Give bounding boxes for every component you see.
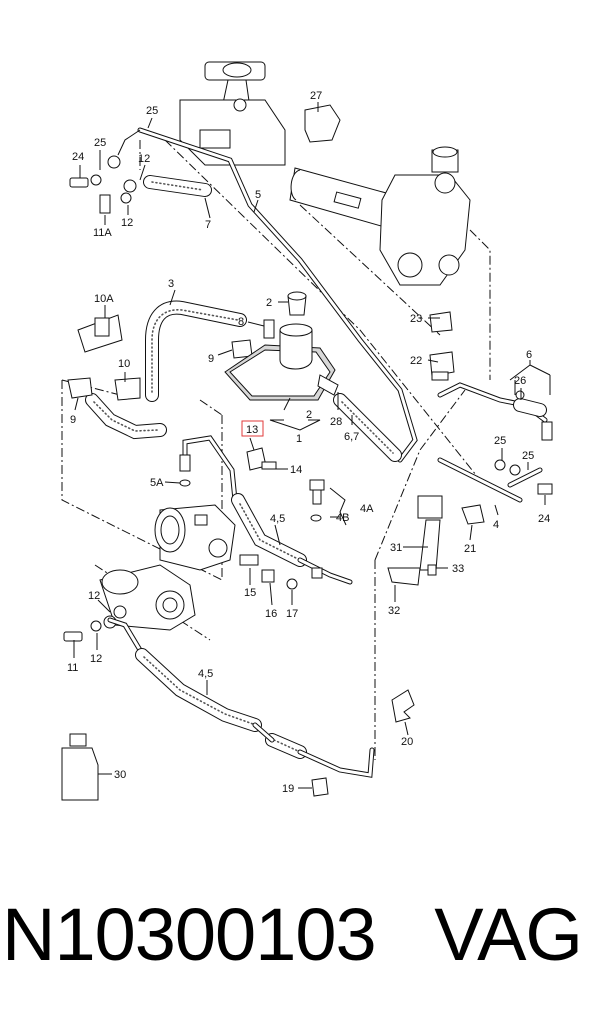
callout-26[interactable]: 26 [514,375,526,387]
callout-13-highlighted[interactable]: 13 [246,424,258,436]
callout-12[interactable]: 12 [121,217,133,229]
callout-6-7[interactable]: 6,7 [344,431,359,443]
callout-25[interactable]: 25 [522,450,534,462]
callout-28[interactable]: 28 [330,416,342,428]
callout-3[interactable]: 3 [168,278,174,290]
callout-4[interactable]: 4 [493,519,499,531]
callout-labels: 25 24 25 12 11A 12 7 5 27 10A 3 2 8 9 10… [67,90,550,795]
callout-30[interactable]: 30 [114,769,126,781]
callout-8[interactable]: 8 [238,316,244,328]
fluid-bottle [61,733,99,801]
callout-12[interactable]: 12 [138,153,150,165]
callout-25[interactable]: 25 [94,137,106,149]
callout-25[interactable]: 25 [494,435,506,447]
callout-27[interactable]: 27 [310,90,322,102]
callout-1[interactable]: 1 [296,433,302,445]
part-number: N10300103 [2,893,377,976]
callout-25[interactable]: 25 [146,105,158,117]
brand-label: VAG [434,893,583,976]
power-steering-pump [154,504,236,571]
banjo-bolt-24 [69,155,137,214]
callout-4B[interactable]: 4B [336,512,349,524]
callout-16[interactable]: 16 [265,608,277,620]
callout-32[interactable]: 32 [388,605,400,617]
callout-33[interactable]: 33 [452,563,464,575]
fluid-reservoir [224,291,339,401]
callout-5A[interactable]: 5A [150,477,164,489]
steering-rack [289,146,471,286]
callout-4-5[interactable]: 4,5 [198,668,213,680]
callout-9[interactable]: 9 [70,414,76,426]
callout-12[interactable]: 12 [88,590,100,602]
callout-24[interactable]: 24 [72,151,84,163]
highlighted-part-box [241,420,264,437]
callout-22[interactable]: 22 [410,355,422,367]
pressure-switch [309,479,325,522]
callout-15[interactable]: 15 [244,587,256,599]
callout-11[interactable]: 11 [67,662,78,674]
callout-4A[interactable]: 4A [360,503,374,515]
parts-diagram: 25 24 25 12 11A 12 7 5 27 10A 3 2 8 9 10… [61,61,553,801]
clip-22 [429,351,455,381]
callout-10[interactable]: 10 [118,358,130,370]
leader-lines [73,102,551,789]
callout-14[interactable]: 14 [290,464,302,476]
clamp-10A [77,314,123,353]
callout-24[interactable]: 24 [538,513,550,525]
callout-23[interactable]: 23 [410,313,422,325]
callout-17[interactable]: 17 [286,608,298,620]
callout-5[interactable]: 5 [255,189,261,201]
callout-9[interactable]: 9 [208,353,214,365]
callout-31[interactable]: 31 [390,542,402,554]
callout-2[interactable]: 2 [306,409,312,421]
callout-12[interactable]: 12 [90,653,102,665]
callout-7[interactable]: 7 [205,219,211,231]
callout-11A[interactable]: 11A [93,227,112,239]
callout-20[interactable]: 20 [401,736,413,748]
fitting-13 [246,447,277,471]
bracket-31 [387,495,443,586]
clamp-10 [114,377,141,401]
callout-19[interactable]: 19 [282,783,294,795]
callout-4-5[interactable]: 4,5 [270,513,285,525]
pipe-clip-27 [304,104,341,143]
callout-10A[interactable]: 10A [94,293,114,305]
callout-6[interactable]: 6 [526,349,532,361]
fitting-15 [239,554,323,590]
clamp-9 [67,339,253,399]
clip-23 [429,311,453,333]
callout-21[interactable]: 21 [464,543,476,555]
brake-master-cylinder [179,61,286,166]
callout-2[interactable]: 2 [266,297,272,309]
